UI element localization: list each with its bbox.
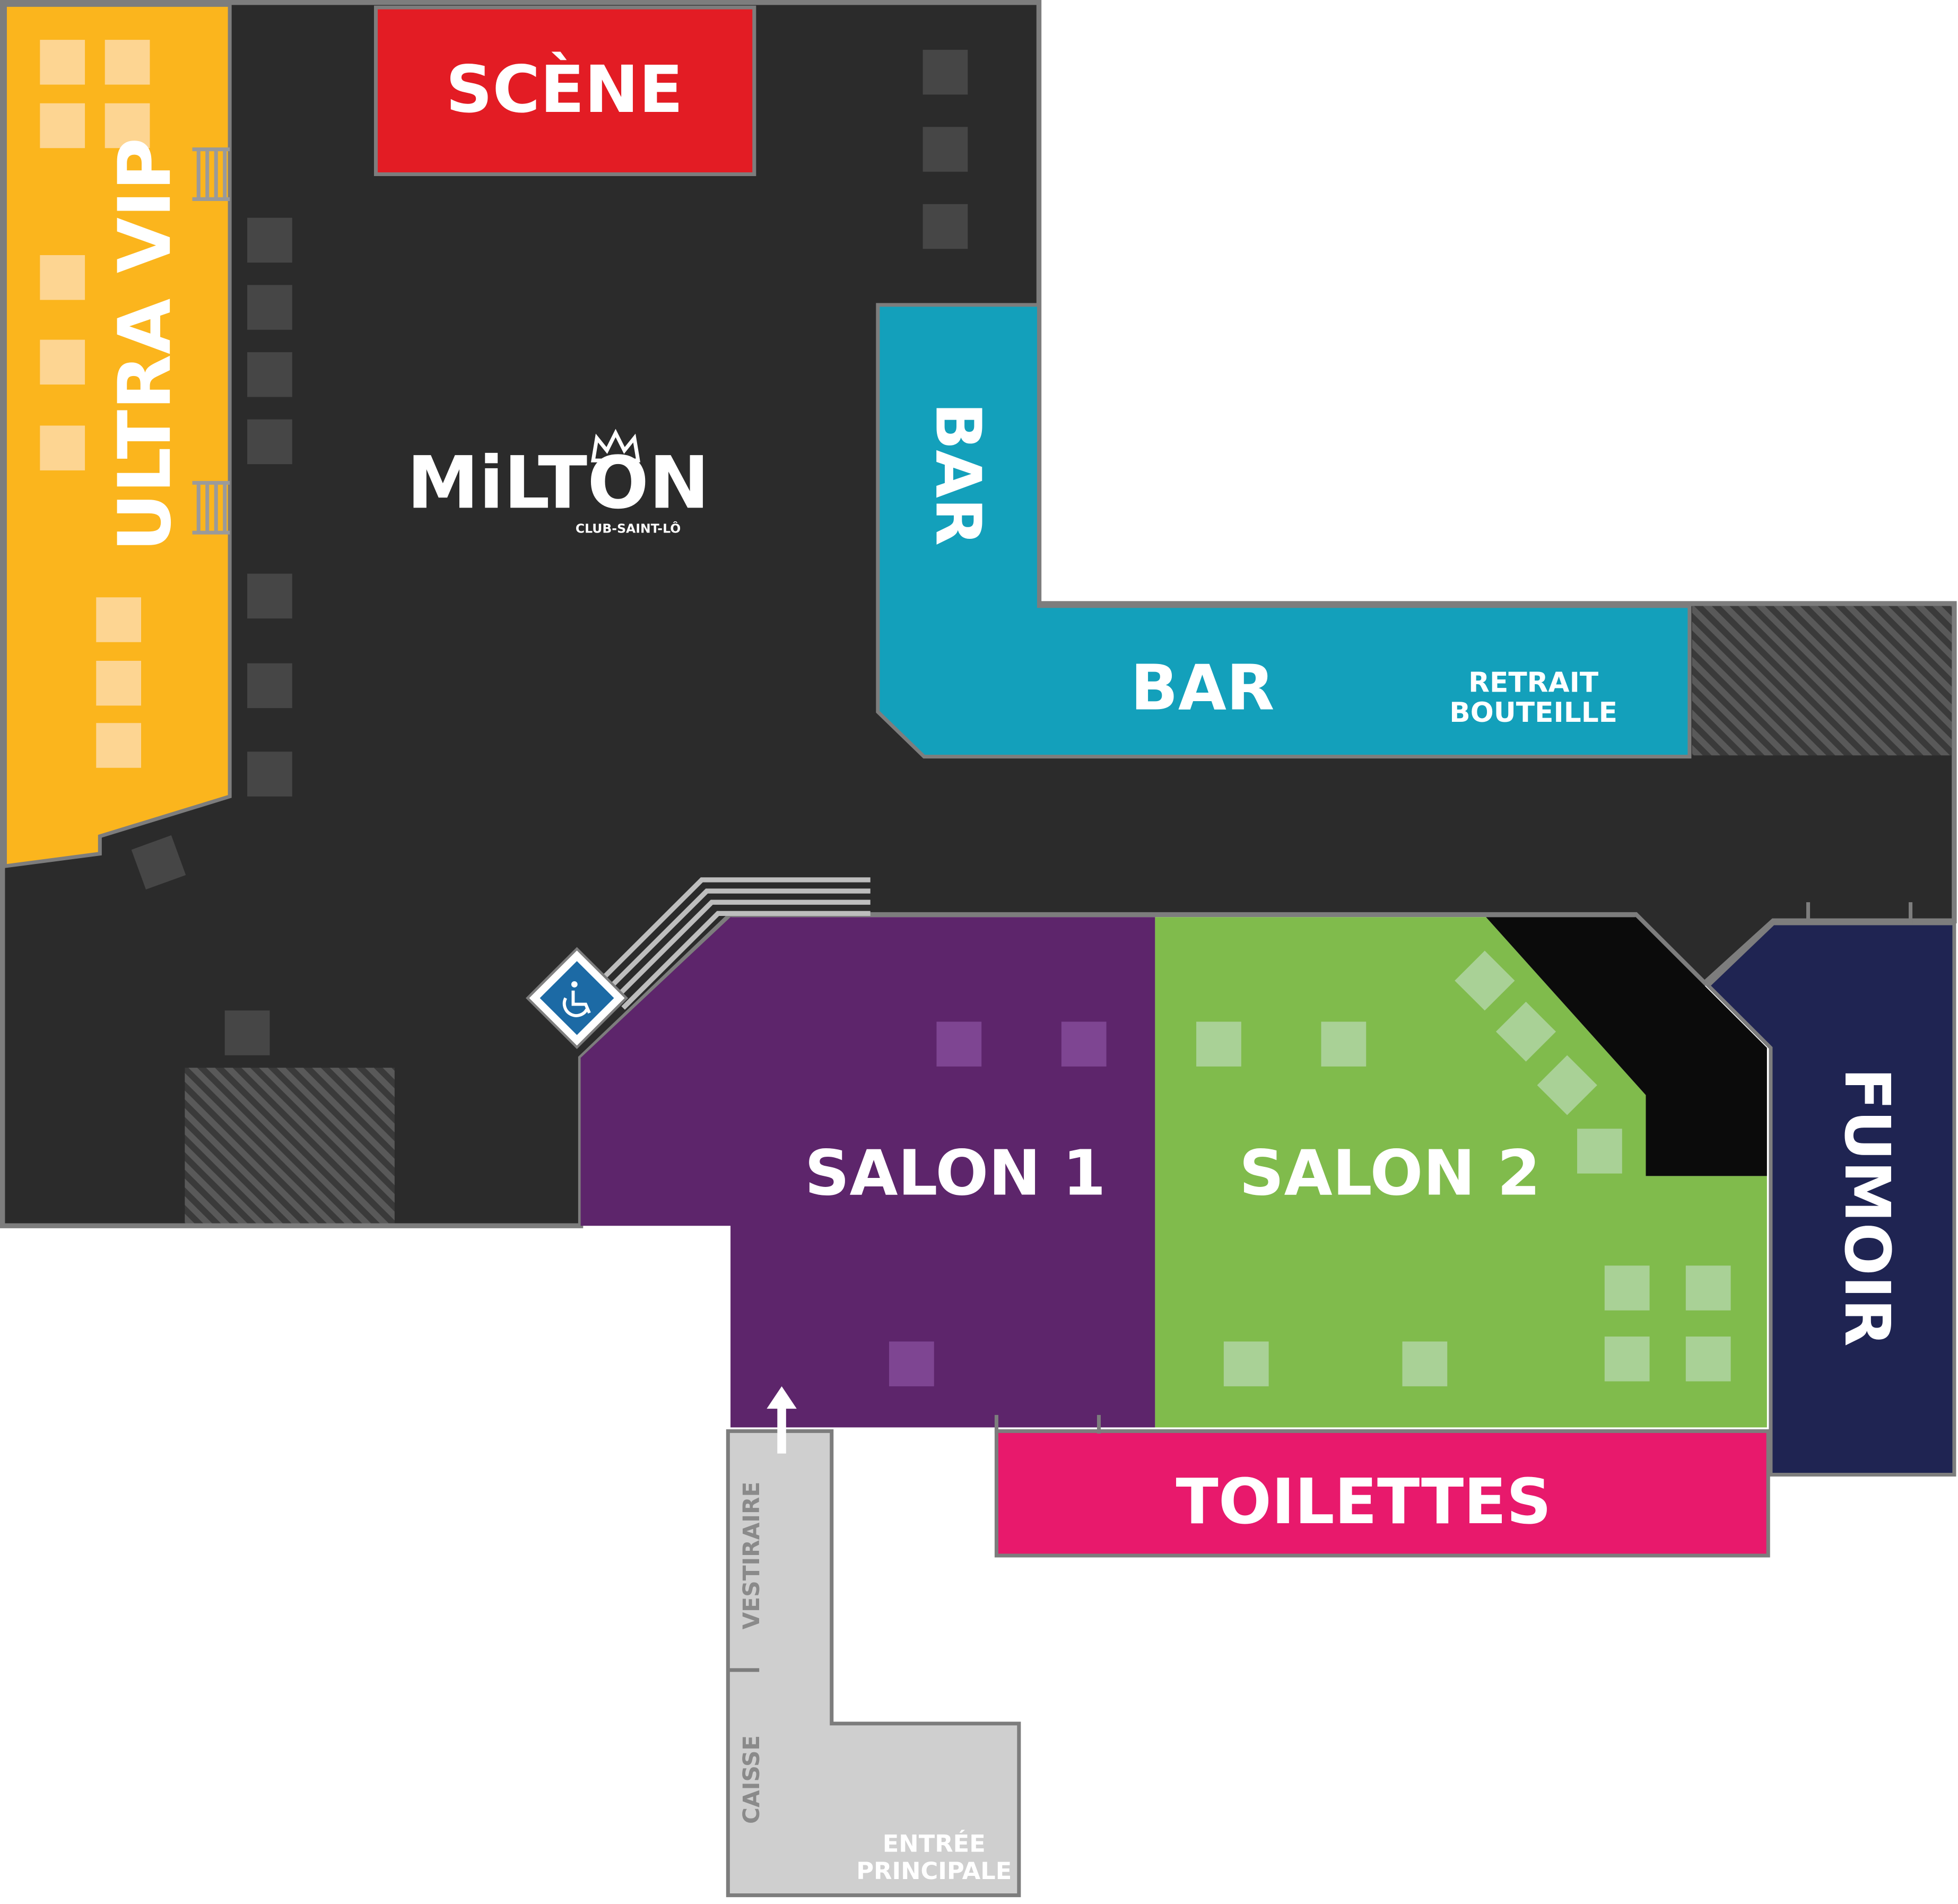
- entrance-hallway: [726, 1429, 1021, 1898]
- ultra-vip-label: ULTRA VIP: [103, 138, 187, 552]
- smoking-zone: [1705, 921, 1956, 1477]
- cloakroom-label: VESTIRAIRE: [738, 1482, 764, 1630]
- hatched-storage-bottom-left: [185, 1068, 395, 1224]
- bar-zone: [876, 303, 1692, 759]
- stage-zone: [374, 5, 756, 177]
- salon-1-tables: [889, 1021, 1107, 1386]
- wheelchair-accessibility-icon: [525, 947, 629, 1050]
- access-ramp: [595, 877, 871, 1010]
- bottle-pickup-line2: BOUTEILLE: [1449, 697, 1617, 729]
- entrance-line2: PRINCIPALE: [856, 1857, 1012, 1885]
- smoking-label: FUMOIR: [1831, 1068, 1903, 1347]
- hatched-storage-right: [1692, 606, 1952, 756]
- club-logo: MiLTON CLUB-SAINT-LÔ: [407, 429, 709, 536]
- toilets-zone: [994, 1429, 1770, 1558]
- stage-label: SCÈNE: [446, 51, 683, 127]
- logo-tagline: CLUB-SAINT-LÔ: [576, 521, 681, 536]
- toilets-label: TOILETTES: [1176, 1465, 1552, 1538]
- ultra-vip-zone: [3, 3, 232, 869]
- ultra-vip-tables: [40, 40, 150, 768]
- wall-stubs: [994, 902, 1913, 1434]
- arrow-up-icon: [767, 1386, 797, 1454]
- bar-horizontal-label: BAR: [1130, 652, 1274, 724]
- logo-name: MiLTON: [407, 441, 709, 526]
- salon-2-tables: [1196, 950, 1731, 1386]
- bar-vertical-label: BAR: [921, 403, 994, 546]
- bottle-pickup-line1: RETRAIT: [1468, 667, 1598, 699]
- dance-floor-tables: [131, 49, 968, 1055]
- salon-1-zone: [580, 917, 1155, 1428]
- salon-1-label: SALON 1: [805, 1137, 1106, 1210]
- crown-icon: [590, 429, 641, 462]
- salon-2-label: SALON 2: [1239, 1137, 1541, 1210]
- cashier-label: CAISSE: [738, 1735, 764, 1824]
- vip-stairs: [192, 147, 230, 535]
- entrance-line1: ENTRÉE: [883, 1830, 986, 1858]
- black-corridor: [1486, 917, 1767, 1176]
